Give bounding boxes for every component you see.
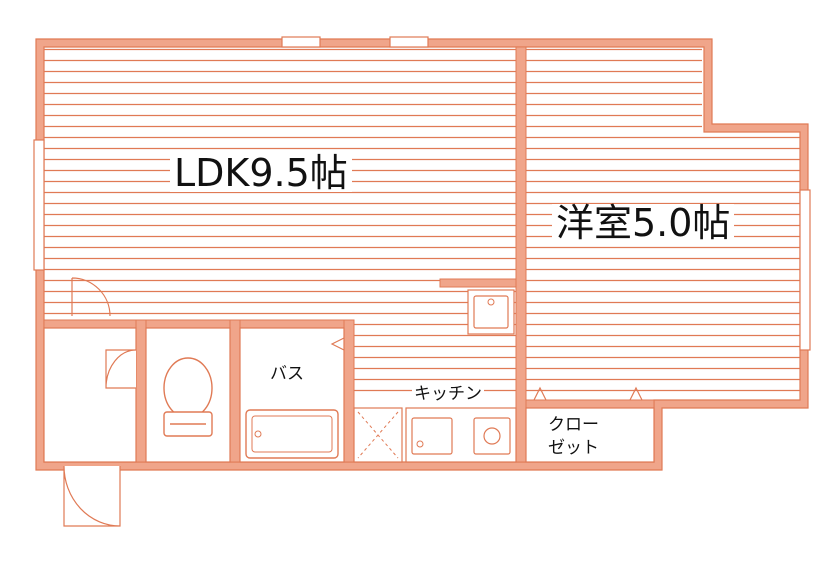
bathtub-drain xyxy=(254,430,262,438)
closet-label: クロー ゼット xyxy=(548,414,599,460)
entrance-floor xyxy=(43,327,137,463)
washer-space-cross xyxy=(357,411,399,459)
window-right xyxy=(799,189,811,351)
entrance-door-swing xyxy=(63,465,121,527)
bath-label: バス xyxy=(268,364,306,384)
kitchen-label: キッチン xyxy=(412,384,484,404)
ldk-door-swing xyxy=(71,277,111,317)
ldk-label: LDK9.5帖 xyxy=(170,154,352,192)
window-top-right xyxy=(389,36,429,48)
western-room-label: 洋室5.0帖 xyxy=(552,204,735,242)
toilet-door-swing xyxy=(105,349,137,389)
kitchen-counter-wall xyxy=(439,278,517,288)
kitchen-burner xyxy=(483,427,501,445)
closet-area xyxy=(525,407,655,463)
outer-walls xyxy=(36,39,808,470)
closet-label-line2: ゼット xyxy=(548,437,599,458)
closet-label-line1: クロー xyxy=(548,415,599,435)
kitchen-sink-drain xyxy=(416,440,424,448)
partition-ldk-western xyxy=(515,46,527,463)
counter-sink xyxy=(467,289,515,335)
window-left xyxy=(33,139,45,271)
counter-sink-drain xyxy=(487,298,495,306)
wall-closet-top xyxy=(525,399,655,409)
toilet-fixture xyxy=(163,357,213,437)
kitchen-stove xyxy=(473,417,511,455)
bathtub xyxy=(245,409,339,459)
kitchen-sink xyxy=(411,417,453,455)
counter-sink-basin xyxy=(473,295,509,329)
closet-door-marks xyxy=(533,386,643,401)
windows xyxy=(33,36,811,351)
bathtub-inner xyxy=(251,415,333,453)
wall-wet-area-top xyxy=(43,319,355,329)
wall-bath-right xyxy=(343,319,355,463)
bath-door-mark xyxy=(330,337,345,351)
wall-toilet-bath xyxy=(229,319,241,463)
wall-entry-toilet xyxy=(135,319,147,463)
window-top-left xyxy=(281,36,321,48)
